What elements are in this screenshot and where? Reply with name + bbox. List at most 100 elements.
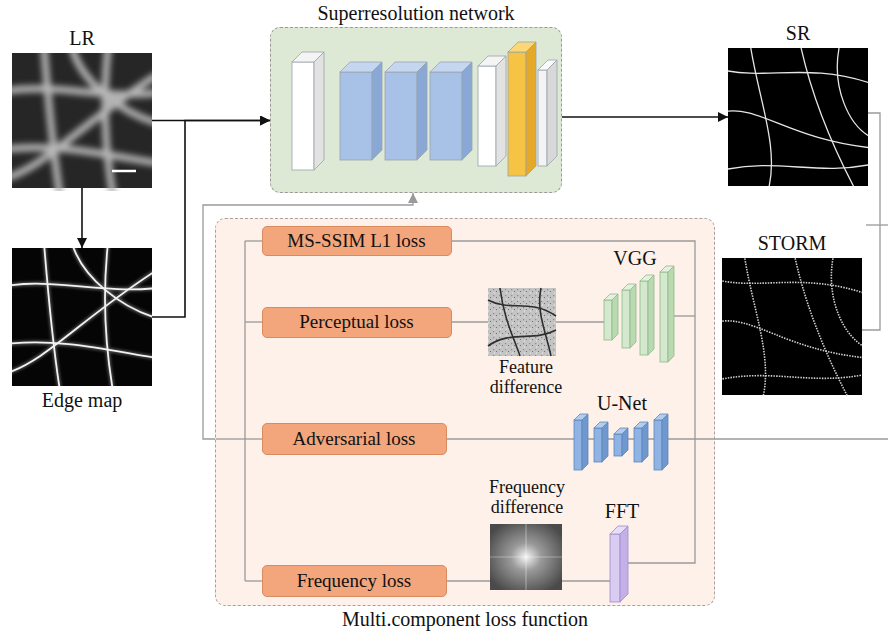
edge-map-image: Edge map — [12, 248, 152, 386]
lr-picture-part — [12, 53, 152, 191]
panel-label: LR — [12, 27, 152, 50]
network-layers-part — [547, 60, 557, 166]
unet-network-part — [594, 422, 608, 428]
loss-box: Perceptual loss — [262, 307, 452, 338]
unet-network-part — [634, 422, 648, 428]
frequency-difference-picture-part — [490, 524, 562, 590]
vgg-network-part — [604, 294, 618, 300]
vgg-network-part — [640, 281, 648, 355]
edge-map-picture-part-part — [12, 248, 152, 386]
network-fill-part — [270, 27, 562, 193]
loss-panel-fill-part — [215, 218, 715, 606]
comparison-wire — [862, 113, 888, 330]
scale-bar — [112, 170, 136, 173]
storm-picture-part-part — [722, 258, 862, 396]
edge-map-picture-part-part-part — [44, 248, 60, 386]
network-layers-part — [385, 72, 417, 160]
storm-picture-part-part-part — [722, 321, 862, 358]
image-caption: Feature difference — [470, 358, 582, 398]
loss-wire-part — [443, 580, 490, 581]
loss-name: Adversarial loss — [293, 428, 416, 450]
vgg-network-part — [648, 275, 654, 355]
loss-box: MS-SSIM L1 loss — [262, 226, 452, 256]
flow-arrow — [81, 188, 83, 248]
unet-network-part — [642, 422, 648, 462]
panel-label: Superresolution network — [271, 2, 561, 25]
lr-picture-part-part-part — [72, 53, 152, 123]
sr-picture-part-part-part — [728, 70, 868, 84]
sr-picture-part-part — [728, 48, 868, 186]
network-layers-part — [340, 72, 372, 160]
unet-network-part — [582, 414, 588, 470]
vgg-network-part — [640, 275, 654, 281]
network-group: Superresolution network — [270, 27, 562, 193]
unet-network-part — [662, 414, 668, 470]
edge-map-picture-part-part-part — [12, 342, 152, 358]
network-layers-part — [478, 66, 496, 166]
vgg-network-part — [630, 284, 636, 348]
network-layers-part — [417, 62, 427, 160]
feature-difference-picture — [488, 288, 556, 356]
loss-name: Frequency loss — [297, 570, 412, 592]
unet-network-part — [602, 422, 608, 462]
vgg-network-part — [660, 272, 668, 362]
network-name: VGG — [608, 247, 662, 269]
loss-name: Perceptual loss — [299, 311, 414, 333]
network-layers-part — [430, 72, 462, 160]
lr-picture-part-part-part — [12, 147, 152, 163]
flow-arrow — [562, 116, 728, 118]
storm-picture-part-part-part — [831, 258, 862, 348]
network-name: FFT — [600, 500, 644, 522]
comparison-wire-part — [866, 224, 888, 225]
network-layers-part — [538, 70, 547, 166]
edge-map-picture-part-part-part — [12, 270, 152, 373]
network-layers-part — [372, 62, 382, 160]
image-caption: Frequency difference — [462, 478, 592, 518]
storm-picture-part — [722, 258, 862, 396]
edge-map-picture-part-part-part — [105, 248, 113, 386]
network-layers-part — [526, 42, 536, 176]
feature-difference-picture-part — [488, 288, 556, 356]
vgg-network-part — [668, 266, 674, 362]
storm-picture-part-part — [722, 258, 862, 395]
sr-picture-part-part-part — [837, 48, 868, 138]
lr-picture-part-part-part — [12, 75, 152, 178]
unet-network-part — [594, 428, 602, 462]
loss-wire-part — [244, 241, 245, 581]
unet-network-part — [654, 414, 668, 420]
sr-picture-part — [728, 48, 868, 186]
sr-image: SR — [728, 48, 868, 186]
storm-picture-part-part-part — [722, 280, 862, 294]
panel-label: Multi.component loss function — [216, 608, 714, 631]
fft-block — [610, 526, 628, 602]
edge-map-picture-part-part-part — [105, 248, 113, 386]
vgg-network-part — [660, 266, 674, 272]
edge-map-picture-part-part-part — [44, 248, 60, 386]
panel-label: STORM — [722, 232, 862, 255]
edge-map-picture-part-part-part — [72, 248, 152, 318]
lr-picture-part-part-part — [105, 53, 113, 191]
unet-network-part — [634, 428, 642, 462]
edge-map-picture-part-part-part — [12, 270, 152, 373]
frequency-difference-picture — [490, 524, 562, 590]
sr-picture — [723, 43, 873, 191]
loss-panel-fill — [215, 218, 715, 606]
feature-difference-picture-part — [488, 288, 556, 356]
lr-picture — [7, 48, 157, 196]
vgg-network-part — [622, 290, 630, 348]
storm-picture-part-part-part — [722, 374, 862, 380]
edge-map-picture-part-part-part — [72, 248, 152, 318]
unet-network-part — [574, 420, 582, 470]
loss-wire-part — [216, 438, 245, 439]
sr-picture-part-part — [728, 48, 868, 186]
sr-picture-part-part-part — [728, 164, 868, 170]
frequency-difference-picture-part — [490, 524, 562, 590]
fft-block-part — [620, 526, 628, 602]
loss-wire-part — [448, 321, 488, 322]
comparison-wire-part — [862, 113, 880, 330]
network-fill — [270, 27, 562, 193]
feature-difference-picture-part-part — [488, 300, 556, 316]
panel-label: Edge map — [12, 389, 152, 412]
unet-network-part — [614, 434, 622, 456]
loss-wire-part — [556, 321, 604, 322]
